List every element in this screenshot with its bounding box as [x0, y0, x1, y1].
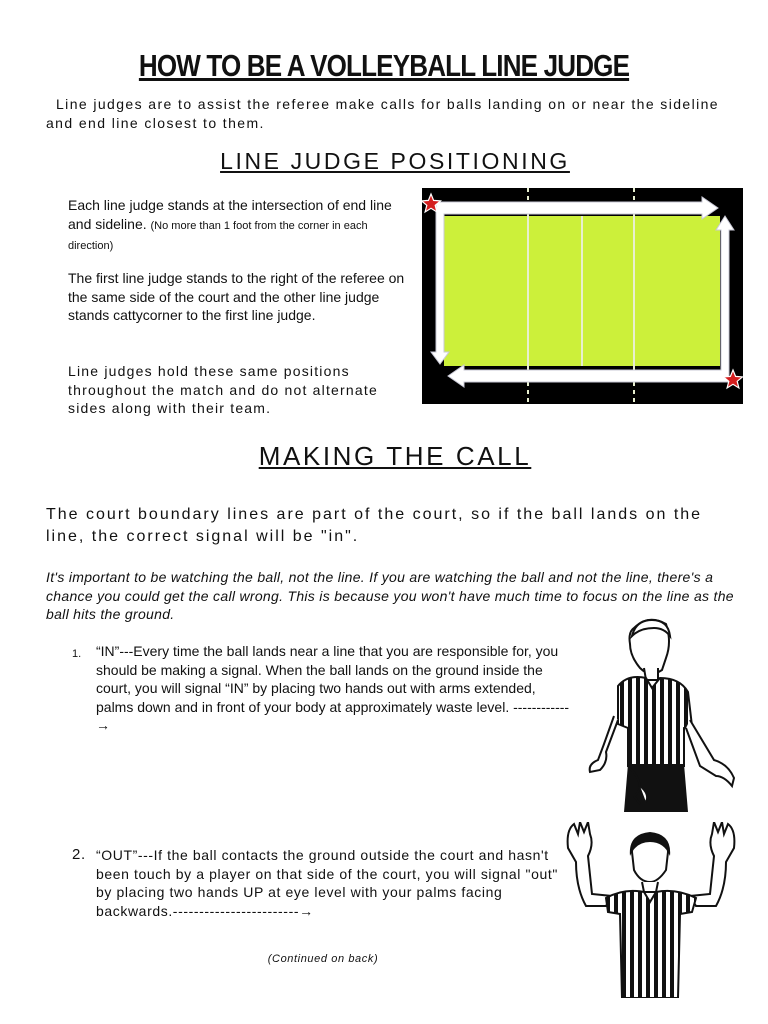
signal-out-number: 2.	[72, 846, 86, 863]
signal-out-text: “OUT”---If the ball contacts the ground …	[96, 847, 558, 919]
signal-in-item: 1. “IN”---Every time the ball lands near…	[72, 642, 571, 735]
court-diagram	[422, 188, 743, 404]
boundary-lines-paragraph: The court boundary lines are part of the…	[46, 506, 703, 545]
intro-paragraph: Line judges are to assist the referee ma…	[46, 96, 719, 131]
watch-ball-paragraph: It's important to be watching the ball, …	[46, 569, 734, 622]
positioning-paragraph-1-note: (No more than 1 foot from the corner in …	[68, 219, 368, 253]
positioning-paragraph-1: Each line judge stands at the intersecti…	[68, 196, 413, 256]
positioning-heading: LINE JUDGE POSITIONING	[220, 148, 570, 174]
positioning-paragraph-3: Line judges hold these same positions th…	[68, 363, 378, 416]
referee-in-signal-illustration	[588, 618, 736, 812]
page-title: HOW TO BE A VOLLEYBALL LINE JUDGE	[138, 48, 630, 83]
sideline-arrows	[430, 196, 735, 388]
signal-in-text: “IN”---Every time the ball lands near a …	[96, 643, 570, 733]
court-dashed-markers	[527, 188, 635, 404]
signal-in-number: 1.	[72, 648, 82, 660]
continued-note: (Continued on back)	[267, 953, 379, 965]
court-divider-lines	[527, 216, 635, 366]
line-judge-star-icons	[422, 192, 743, 390]
signal-out-item: 2. “OUT”---If the ball contacts the grou…	[72, 846, 571, 920]
positioning-paragraph-1-main: Each line judge stands at the intersecti…	[68, 197, 392, 232]
positioning-paragraph-2: The first line judge stands to the right…	[68, 270, 405, 323]
referee-out-signal-illustration	[566, 822, 736, 998]
making-call-heading: MAKING THE CALL	[258, 441, 532, 471]
